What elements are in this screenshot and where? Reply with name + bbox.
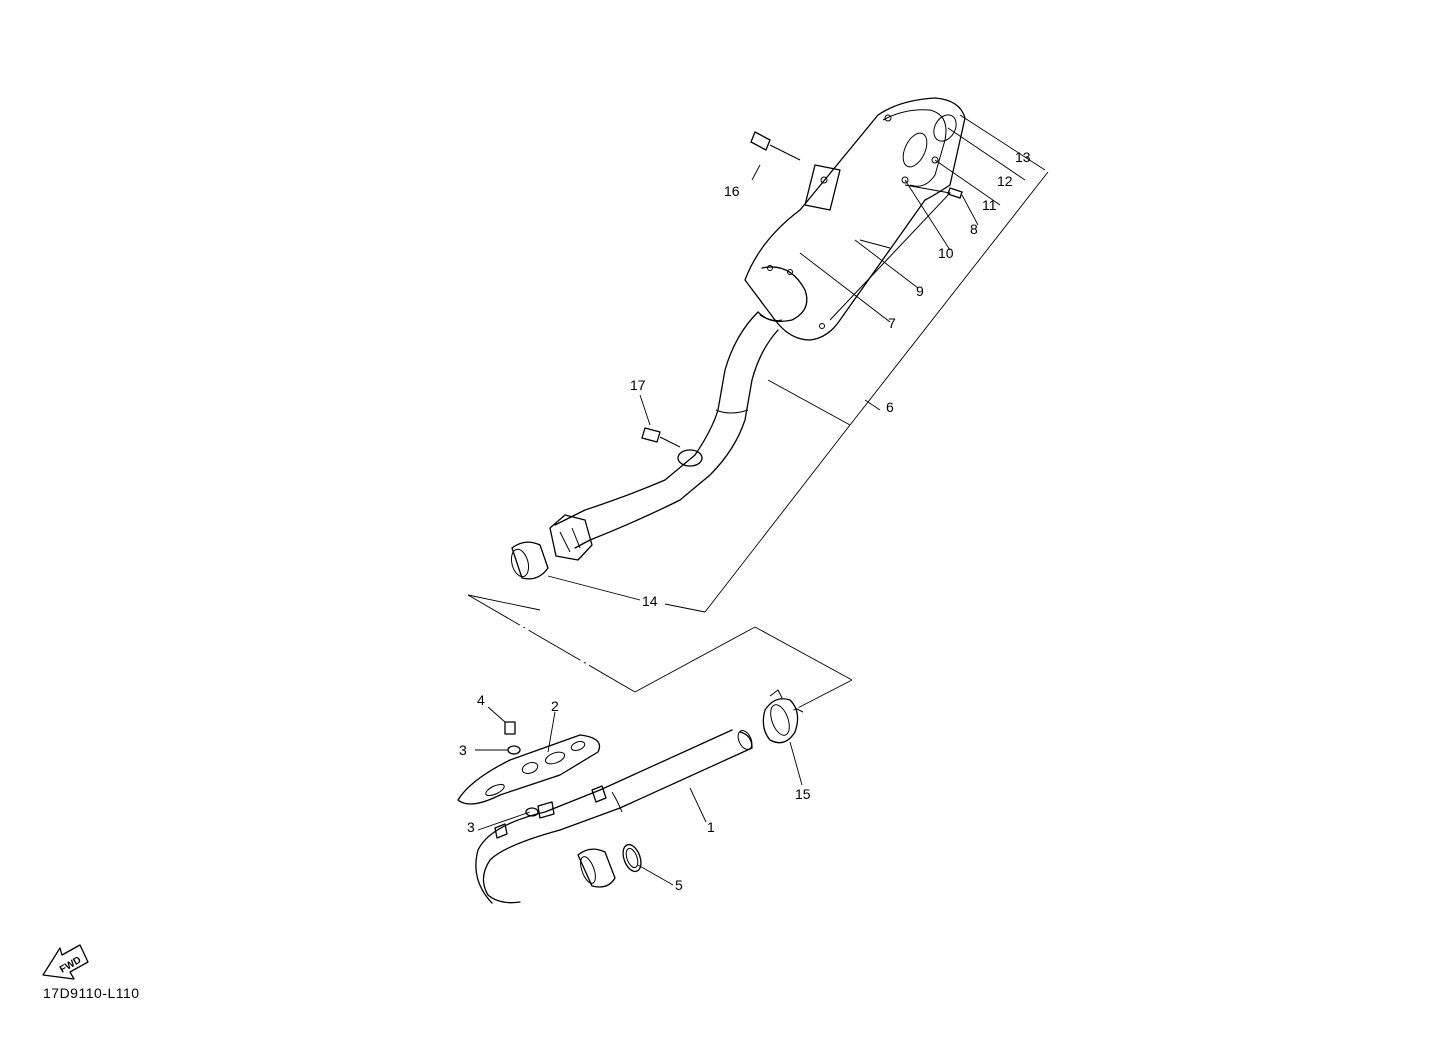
leader-lines-upper bbox=[467, 114, 1049, 693]
callout-11: 11 bbox=[982, 197, 997, 213]
callout-6: 6 bbox=[886, 399, 894, 415]
bolt-17 bbox=[641, 427, 681, 448]
bolt-4 bbox=[504, 721, 516, 735]
header-pipe-1 bbox=[475, 729, 753, 904]
callout-12: 12 bbox=[997, 173, 1013, 189]
screw-11 bbox=[947, 187, 963, 199]
callout-labels: 1 2 3 3 4 5 6 7 8 9 10 11 12 13 14 15 16… bbox=[459, 149, 1031, 893]
callout-5: 5 bbox=[675, 877, 683, 893]
exhaust-pipe-upper bbox=[549, 311, 783, 561]
heat-protector-2 bbox=[457, 734, 601, 805]
clamp-15 bbox=[762, 689, 804, 744]
callout-14: 14 bbox=[642, 593, 658, 609]
callout-8: 8 bbox=[970, 221, 978, 237]
callout-7: 7 bbox=[888, 315, 896, 331]
callout-2: 2 bbox=[551, 698, 559, 714]
callout-16: 16 bbox=[724, 183, 740, 199]
callout-15: 15 bbox=[795, 786, 811, 802]
muffler-assembly bbox=[744, 97, 966, 341]
callout-3: 3 bbox=[459, 742, 467, 758]
washer-3-lower bbox=[525, 807, 539, 817]
callout-1: 1 bbox=[707, 819, 715, 835]
fwd-arrow-icon: FWD bbox=[42, 944, 89, 980]
callout-17: 17 bbox=[630, 377, 646, 393]
callout-10: 10 bbox=[938, 245, 954, 261]
callout-3: 3 bbox=[467, 819, 475, 835]
bolt-16 bbox=[750, 131, 801, 161]
gasket-5 bbox=[622, 843, 642, 873]
diagram-code: 17D9110-L110 bbox=[43, 985, 140, 1001]
leader-lines-lower bbox=[475, 626, 853, 886]
callout-4: 4 bbox=[477, 692, 485, 708]
flange bbox=[577, 848, 616, 888]
gasket-14 bbox=[510, 541, 549, 580]
callout-13: 13 bbox=[1015, 149, 1031, 165]
callout-9: 9 bbox=[916, 283, 924, 299]
washer-3-upper bbox=[507, 745, 521, 755]
